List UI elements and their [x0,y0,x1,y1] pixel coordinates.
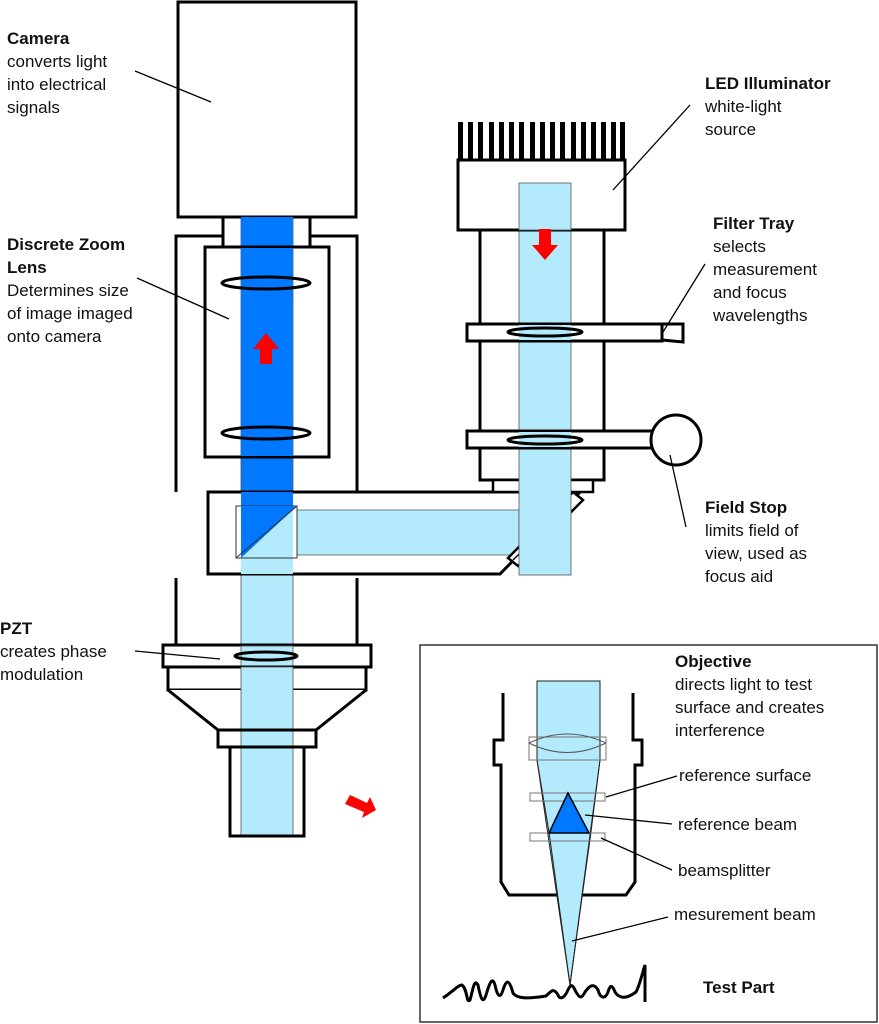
camera-coupler-beam [241,217,293,247]
test-part-callout: Test Part [703,978,775,997]
field-stop-label: Field Stop limits field of view, used as… [705,496,807,588]
zoom-lens-lower [220,425,312,441]
led-title: LED Illuminator [705,74,831,93]
led-desc: white-light source [705,97,782,139]
reference-surface-callout: reference surface [679,766,812,785]
up-arrow-icon [253,333,279,364]
heatsink-fins [458,122,625,160]
zoom-lens-title: Discrete Zoom Lens [7,235,126,277]
objective-lens [528,736,607,761]
camera-desc: converts light into electrical signals [7,52,108,117]
zoom-lens-desc: Determines size of image imaged onto cam… [7,281,133,346]
objective-inset-frame [419,644,878,1023]
objective-desc: directs light to test surface and create… [675,675,825,740]
field-stop-title: Field Stop [705,498,788,517]
field-stop-knob [649,413,703,467]
zoom-lens-upper [220,275,312,291]
measurement-beam-callout: mesurement beam [674,905,816,924]
pzt-title: PZT [0,619,33,638]
diagonal-arrow-icon [345,795,376,818]
test-part-surface [442,964,647,1003]
reference-beam-triangle [547,791,591,834]
filter-tray-title: Filter Tray [713,214,795,233]
field-stop-desc: limits field of view, used as focus aid [705,521,808,586]
led-label: LED Illuminator white-light source [705,72,831,141]
filter-tray-label: Filter Tray selects measurement and focu… [713,212,817,327]
camera-label: Camera converts light into electrical si… [7,27,107,119]
pzt-desc: creates phase modulation [0,642,107,684]
zoom-lens-barrel [203,245,331,459]
beamsplitter-callout: beamsplitter [678,861,771,880]
objective-title: Objective [675,652,752,671]
pzt-label: PZT creates phase modulation [0,617,107,686]
leader-lines [134,70,706,942]
down-arrow-icon [532,229,558,260]
main-housing [174,234,359,492]
camera-title: Camera [7,29,70,48]
horizontal-beam [296,509,520,556]
zoom-lens-label: Discrete Zoom Lens Determines size of im… [7,233,133,348]
camera-body [176,0,358,219]
objective-label: Objective directs light to test surface … [675,650,824,742]
reference-beam-callout: reference beam [678,815,798,834]
filter-tray-desc: selects measurement and focus wavelength… [713,237,817,325]
